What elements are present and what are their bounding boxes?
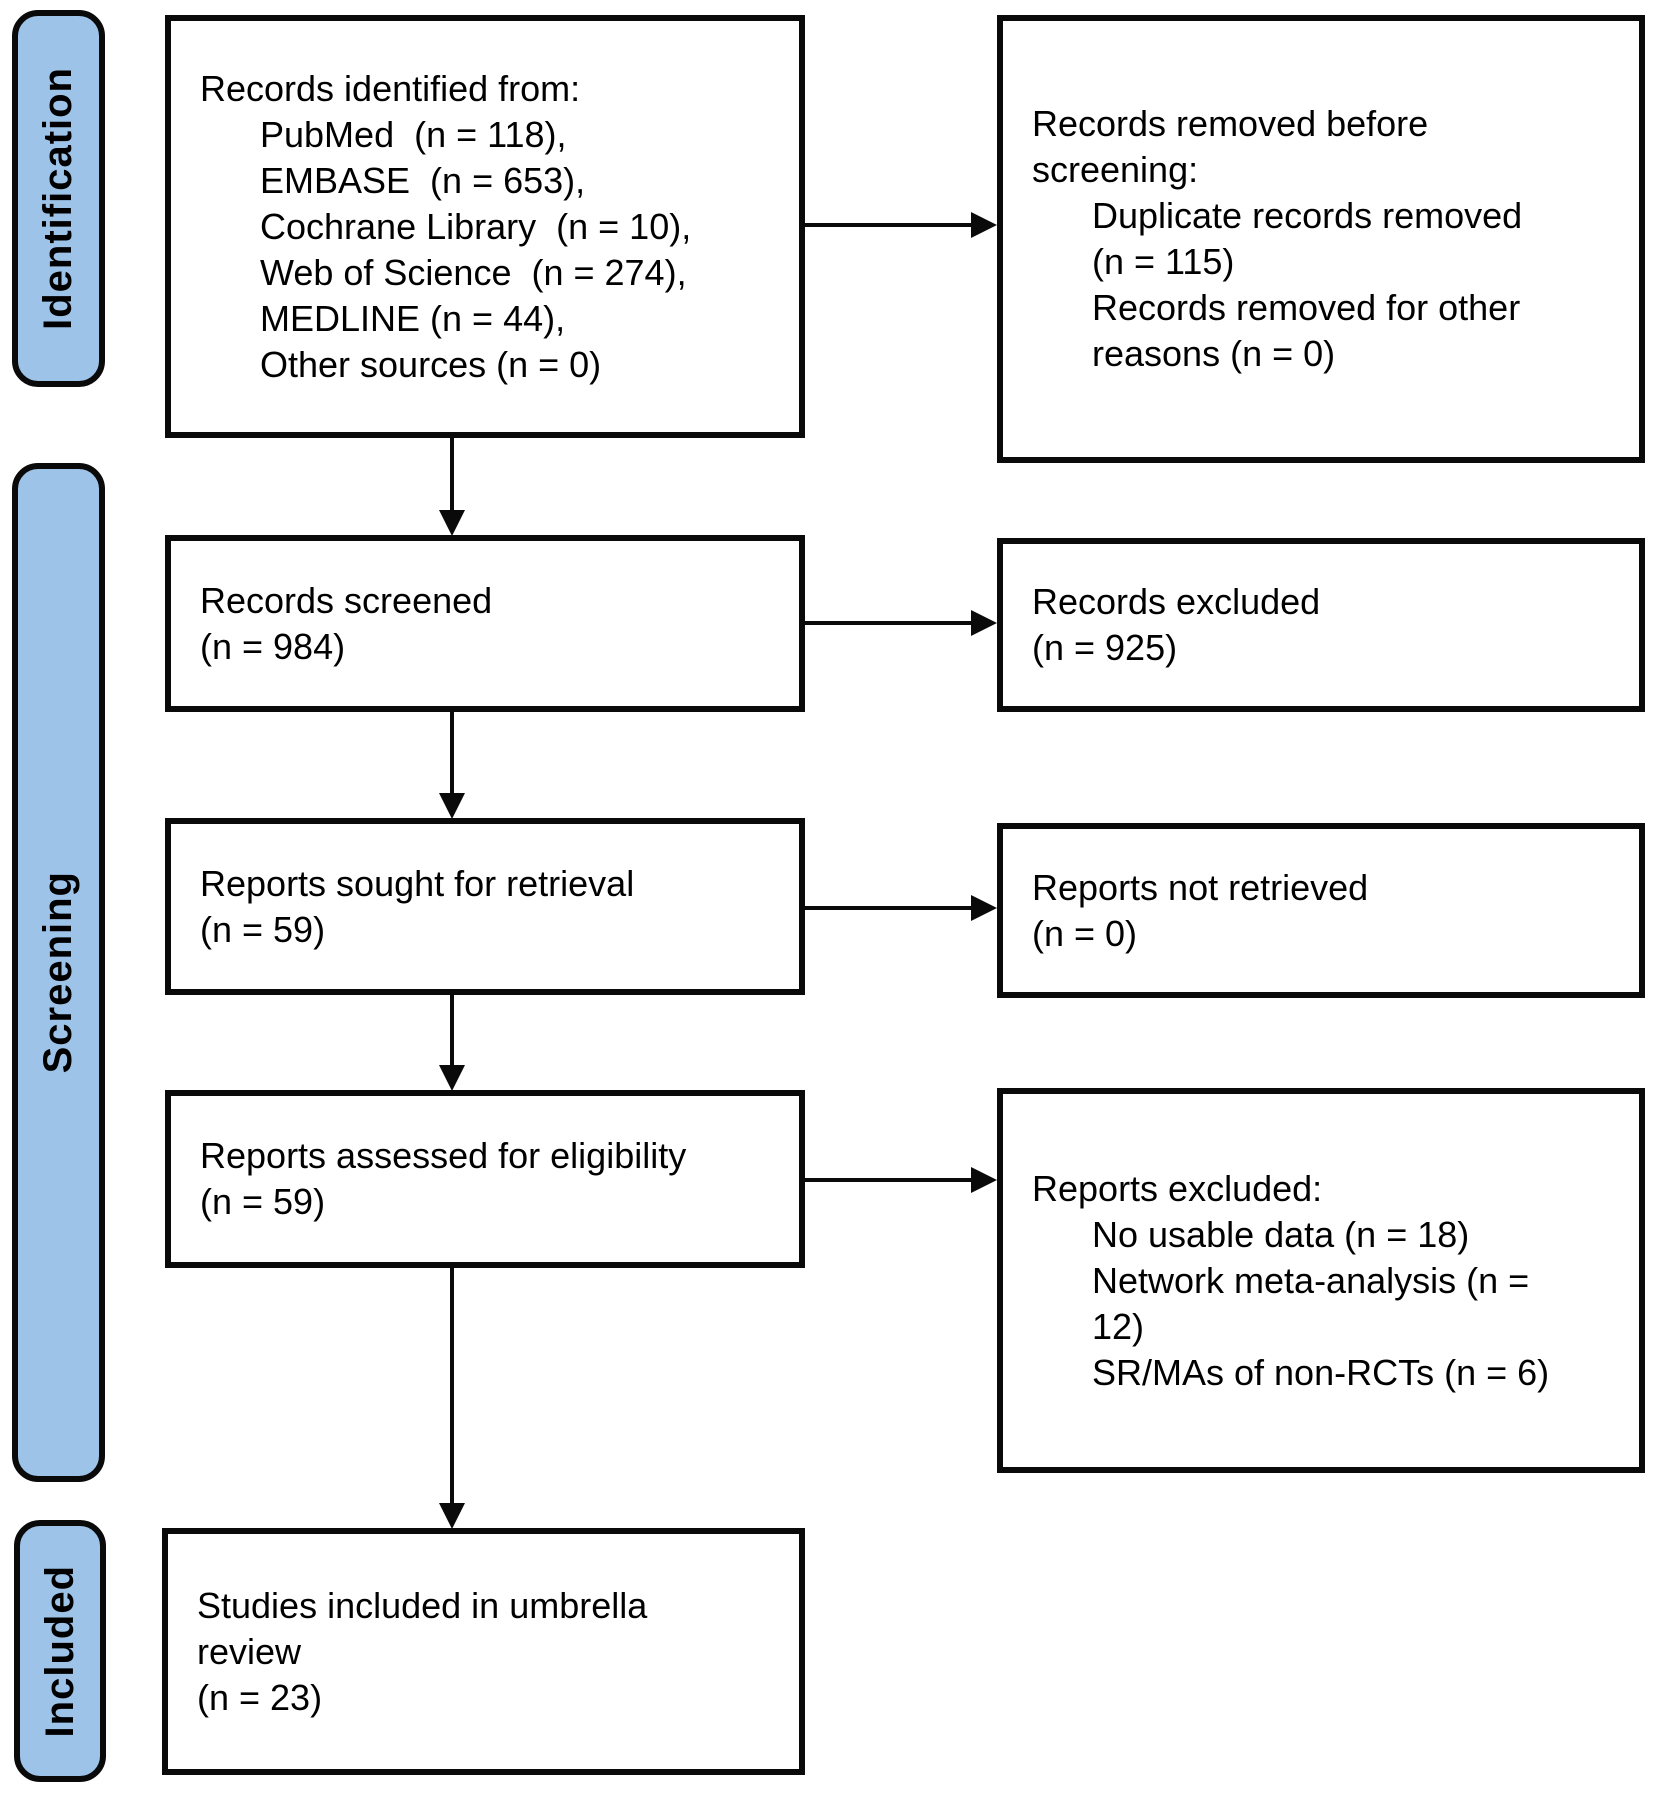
arrow-screened-to-sought xyxy=(439,712,465,819)
records-excluded-box: Records excluded (n = 925) xyxy=(997,538,1645,712)
arrow-assessed-to-reports-excluded xyxy=(805,1167,997,1193)
box-text-line: (n = 23) xyxy=(197,1676,323,1718)
reports-sought-box: Reports sought for retrieval(n = 59) xyxy=(165,818,805,995)
arrow-assessed-to-included xyxy=(439,1268,465,1529)
stage-bar-identification: Identification xyxy=(12,10,105,387)
box-text-line: Studies included in umbrella xyxy=(197,1584,648,1626)
reports-not-retrieved-box: Reports not retrieved(n = 0) xyxy=(997,823,1645,998)
box-text-line: review xyxy=(197,1630,302,1672)
box-text-line: Records screened xyxy=(200,579,493,621)
box-text-line: (n = 59) xyxy=(200,908,326,950)
box-text-line: Records excluded xyxy=(1032,581,1321,622)
records-removed-before-screening-box: Records removed before screening: Duplicat… xyxy=(997,15,1645,463)
arrow-identified-to-screened xyxy=(439,438,465,536)
box-text-line: (n = 115) xyxy=(1092,241,1235,282)
box-text-line: Reports sought for retrieval xyxy=(200,862,635,904)
box-text-line: 12) xyxy=(1092,1305,1145,1347)
reports-assessed-box: Reports assessed for eligibility (n = 59) xyxy=(165,1090,805,1268)
box-text-line: Network meta-analysis (n = xyxy=(1092,1259,1530,1301)
box-text-line: Web of Science (n = 274), xyxy=(260,251,687,293)
box-text-line: screening: xyxy=(1032,149,1199,190)
box-text-line: Duplicate records removed xyxy=(1092,195,1523,236)
box-text-line: Records identified from: xyxy=(200,67,581,109)
arrow-sought-to-not-retrieved xyxy=(805,895,997,921)
box-text-line: PubMed (n = 118), xyxy=(260,113,567,155)
stage-label-included: Included xyxy=(37,1564,82,1738)
arrow-identified-to-removed xyxy=(805,212,997,238)
box-text-line: Reports excluded: xyxy=(1032,1167,1323,1209)
stage-bar-screening: Screening xyxy=(12,463,105,1482)
box-text-line: MEDLINE (n = 44), xyxy=(260,297,566,339)
records-identified-box: Records identified from:PubMed (n = 118)… xyxy=(165,15,805,438)
box-text-line: (n = 59) xyxy=(200,1181,326,1222)
box-text-line: (n = 0) xyxy=(1032,912,1138,954)
box-text-line: SR/MAs of non-RCTs (n = 6) xyxy=(1092,1351,1550,1393)
box-text-line: Records removed for other xyxy=(1092,287,1521,328)
box-text-line: Records removed before xyxy=(1032,103,1429,144)
stage-label-screening: Screening xyxy=(36,871,80,1074)
stage-label-identification: Identification xyxy=(36,67,80,330)
box-text-line: reasons (n = 0) xyxy=(1092,333,1336,374)
arrow-sought-to-assessed xyxy=(439,995,465,1091)
box-text-line: No usable data (n = 18) xyxy=(1092,1213,1470,1255)
box-text-line: Reports assessed for eligibility xyxy=(200,1135,687,1176)
box-text-line: (n = 925) xyxy=(1032,627,1178,668)
box-text-line: EMBASE (n = 653), xyxy=(260,159,586,201)
box-text-line: Cochrane Library (n = 10), xyxy=(260,205,692,247)
arrow-screened-to-excluded xyxy=(805,610,997,636)
stage-bar-included: Included xyxy=(14,1520,106,1782)
box-text-line: (n = 984) xyxy=(200,625,346,667)
box-text-line: Reports not retrieved xyxy=(1032,866,1369,908)
records-screened-box: Records screened(n = 984) xyxy=(165,535,805,712)
reports-excluded-box: Reports excluded:No usable data (n = 18)… xyxy=(997,1088,1645,1473)
box-text-line: Other sources (n = 0) xyxy=(260,343,602,385)
